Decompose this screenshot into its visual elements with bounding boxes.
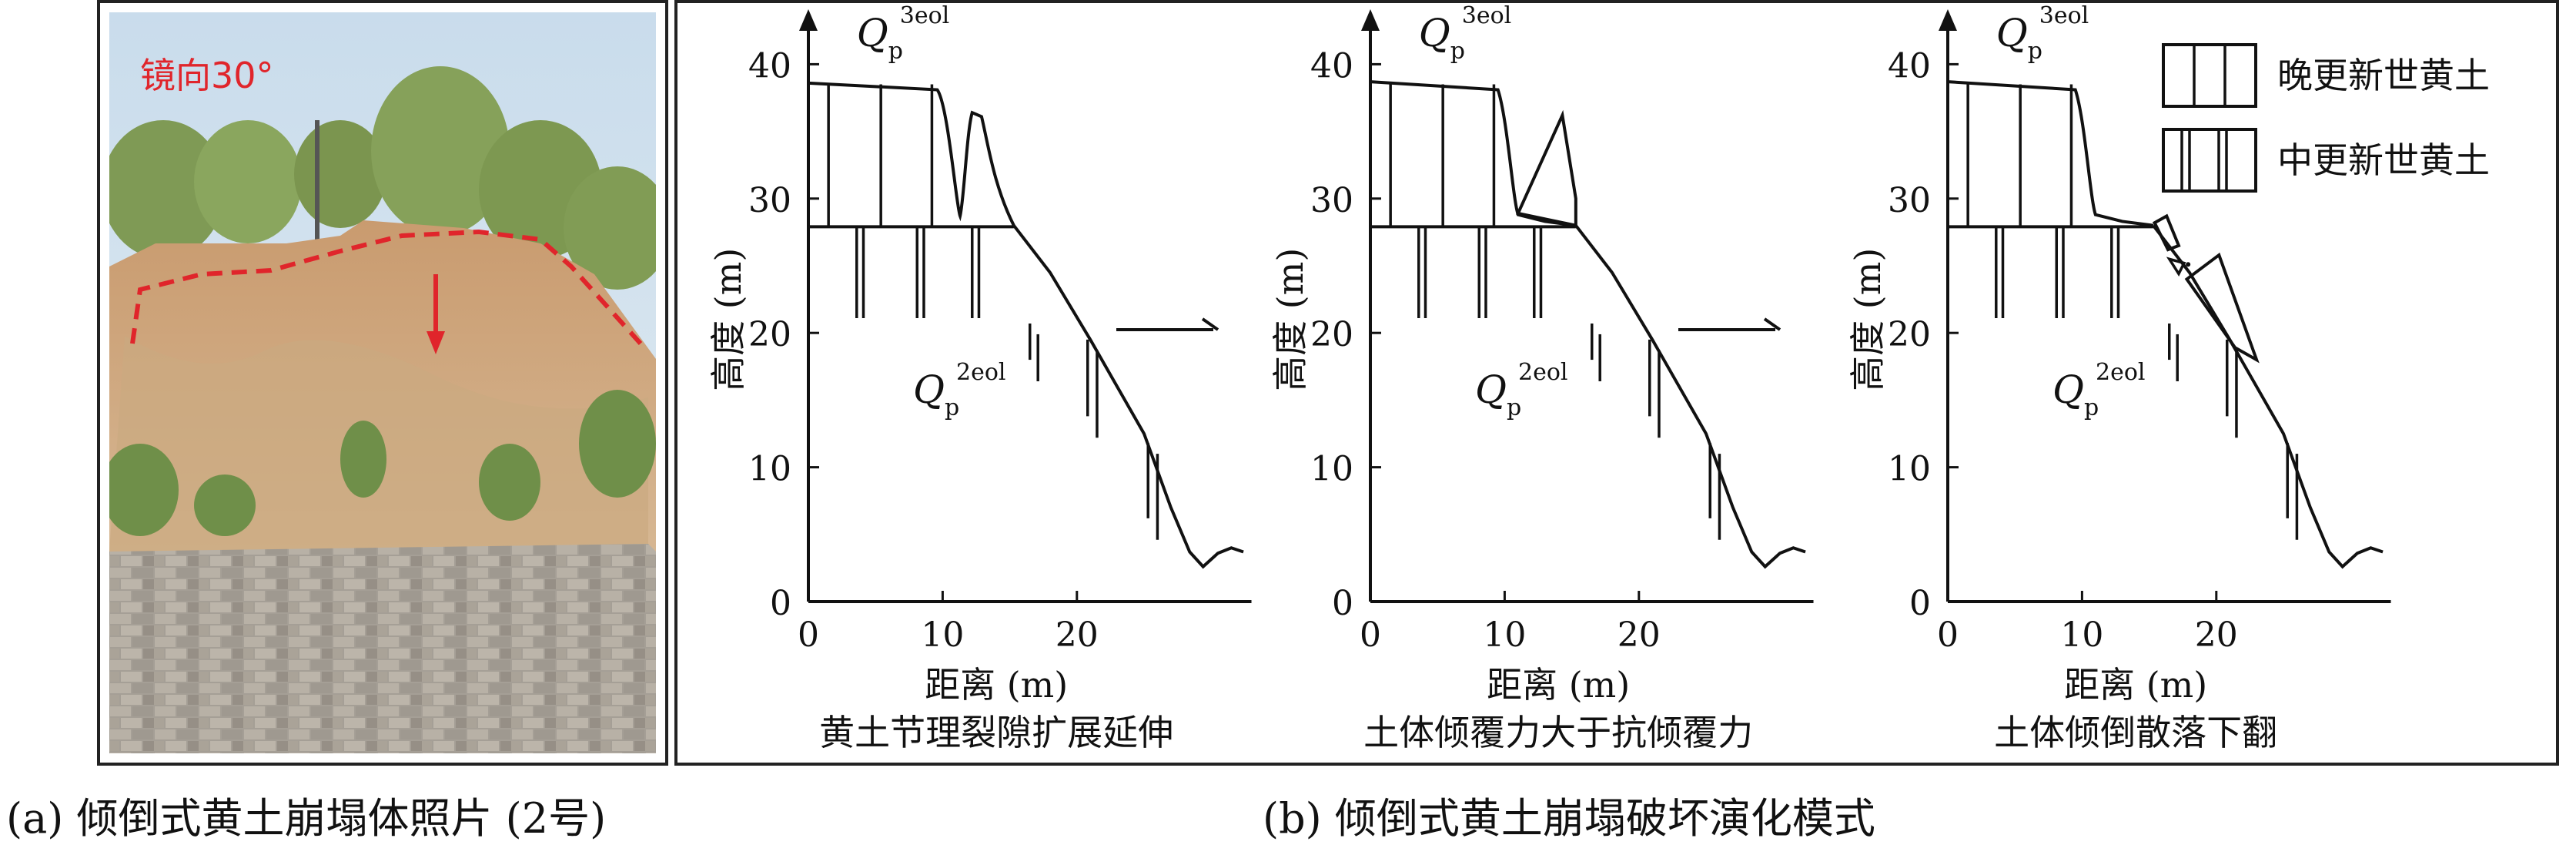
upper-unit-label: Qp <box>857 11 903 65</box>
legend-label-middle: 中更新世黄土 <box>2277 139 2490 181</box>
y-tick-label: 20 <box>1888 315 1931 354</box>
overturned-block <box>2184 252 2260 364</box>
x-tick-label: 10 <box>2060 615 2103 655</box>
x-tick-label: 0 <box>1937 615 1959 655</box>
y-tick-label: 30 <box>1888 181 1931 220</box>
fallen-fragment <box>2152 213 2181 252</box>
y-tick-label: 0 <box>1909 584 1931 623</box>
photo-caption: (a) 倾倒式黄土崩塌体照片 (2号) <box>6 794 607 843</box>
y-tick-label: 0 <box>1332 584 1353 623</box>
x-axis-label: 距离 (m) <box>2064 664 2207 706</box>
y-tick-label: 10 <box>1310 450 1353 489</box>
y-tick-label: 30 <box>1310 181 1353 220</box>
collapse-photo: 镜向30° <box>109 12 656 753</box>
lower-unit-label-sup: 2eol <box>956 359 1006 386</box>
y-axis-arrow <box>1361 9 1380 31</box>
slope-profile <box>2152 224 2384 569</box>
y-axis-arrow <box>1939 9 1957 31</box>
y-axis-label: 高度 (m) <box>1847 248 1889 391</box>
upper-profile <box>1947 80 2154 227</box>
slope-profile <box>1012 224 1244 569</box>
y-axis-label: 高度 (m) <box>1270 248 1311 391</box>
lower-unit-label: Qp <box>2052 367 2099 421</box>
stage-label: 土体倾倒散落下翻 <box>1994 712 2277 753</box>
y-tick-label: 30 <box>748 181 791 220</box>
x-tick-label: 20 <box>1618 615 1661 655</box>
diagram-panel-frame <box>674 0 2559 766</box>
toppling-block <box>1515 109 1577 228</box>
x-tick-label: 0 <box>798 615 819 655</box>
stage-label: 黄土节理裂隙扩展延伸 <box>819 712 1173 753</box>
lower-unit-label-sup: 2eol <box>1518 359 1568 386</box>
collapse-photo-illustration <box>109 12 656 753</box>
upper-profile <box>808 81 1015 226</box>
y-tick-label: 0 <box>770 584 791 623</box>
y-tick-label: 10 <box>748 450 791 489</box>
debris-dot <box>2186 262 2191 267</box>
legend-swatch-late <box>2162 43 2257 108</box>
y-tick-label: 20 <box>1310 315 1353 354</box>
upper-unit-label: Qp <box>1419 11 1465 65</box>
legend-label-late: 晚更新世黄土 <box>2277 55 2490 96</box>
stage-arrow-head <box>1763 317 1781 331</box>
y-axis-label: 高度 (m) <box>708 248 749 391</box>
stage-arrow-head <box>1201 317 1219 331</box>
x-axis-label: 距离 (m) <box>1487 664 1630 706</box>
x-tick-label: 10 <box>921 615 964 655</box>
y-axis-arrow <box>799 9 818 31</box>
upper-unit-label-sup: 3eol <box>2039 2 2089 29</box>
diagram-caption: (b) 倾倒式黄土崩塌破坏演化模式 <box>1263 794 1875 843</box>
stage-label: 土体倾覆力大于抗倾覆力 <box>1363 712 1753 753</box>
trees <box>109 66 656 290</box>
photo-panel-frame: 镜向30° <box>97 0 668 766</box>
upper-unit-label-sup: 3eol <box>1462 2 1512 29</box>
x-tick-label: 10 <box>1483 615 1526 655</box>
upper-unit-label-sup: 3eol <box>900 2 950 29</box>
slope-profile <box>1574 224 1806 569</box>
y-tick-label: 40 <box>1310 46 1353 86</box>
y-tick-label: 40 <box>1888 46 1931 86</box>
x-axis-label: 距离 (m) <box>925 664 1068 706</box>
legend-swatch-middle <box>2162 128 2257 193</box>
y-tick-label: 40 <box>748 46 791 86</box>
lower-unit-label: Qp <box>1475 367 1521 421</box>
lower-unit-label-sup: 2eol <box>2096 359 2146 386</box>
lower-unit-label: Qp <box>913 367 959 421</box>
x-tick-label: 20 <box>1055 615 1099 655</box>
y-tick-label: 10 <box>1888 450 1931 489</box>
view-direction-label: 镜向30° <box>140 55 274 96</box>
upper-unit-label: Qp <box>1996 11 2042 65</box>
x-tick-label: 20 <box>2195 615 2238 655</box>
y-tick-label: 20 <box>748 315 791 354</box>
x-tick-label: 0 <box>1360 615 1381 655</box>
fallen-fragment-small <box>2166 257 2186 277</box>
